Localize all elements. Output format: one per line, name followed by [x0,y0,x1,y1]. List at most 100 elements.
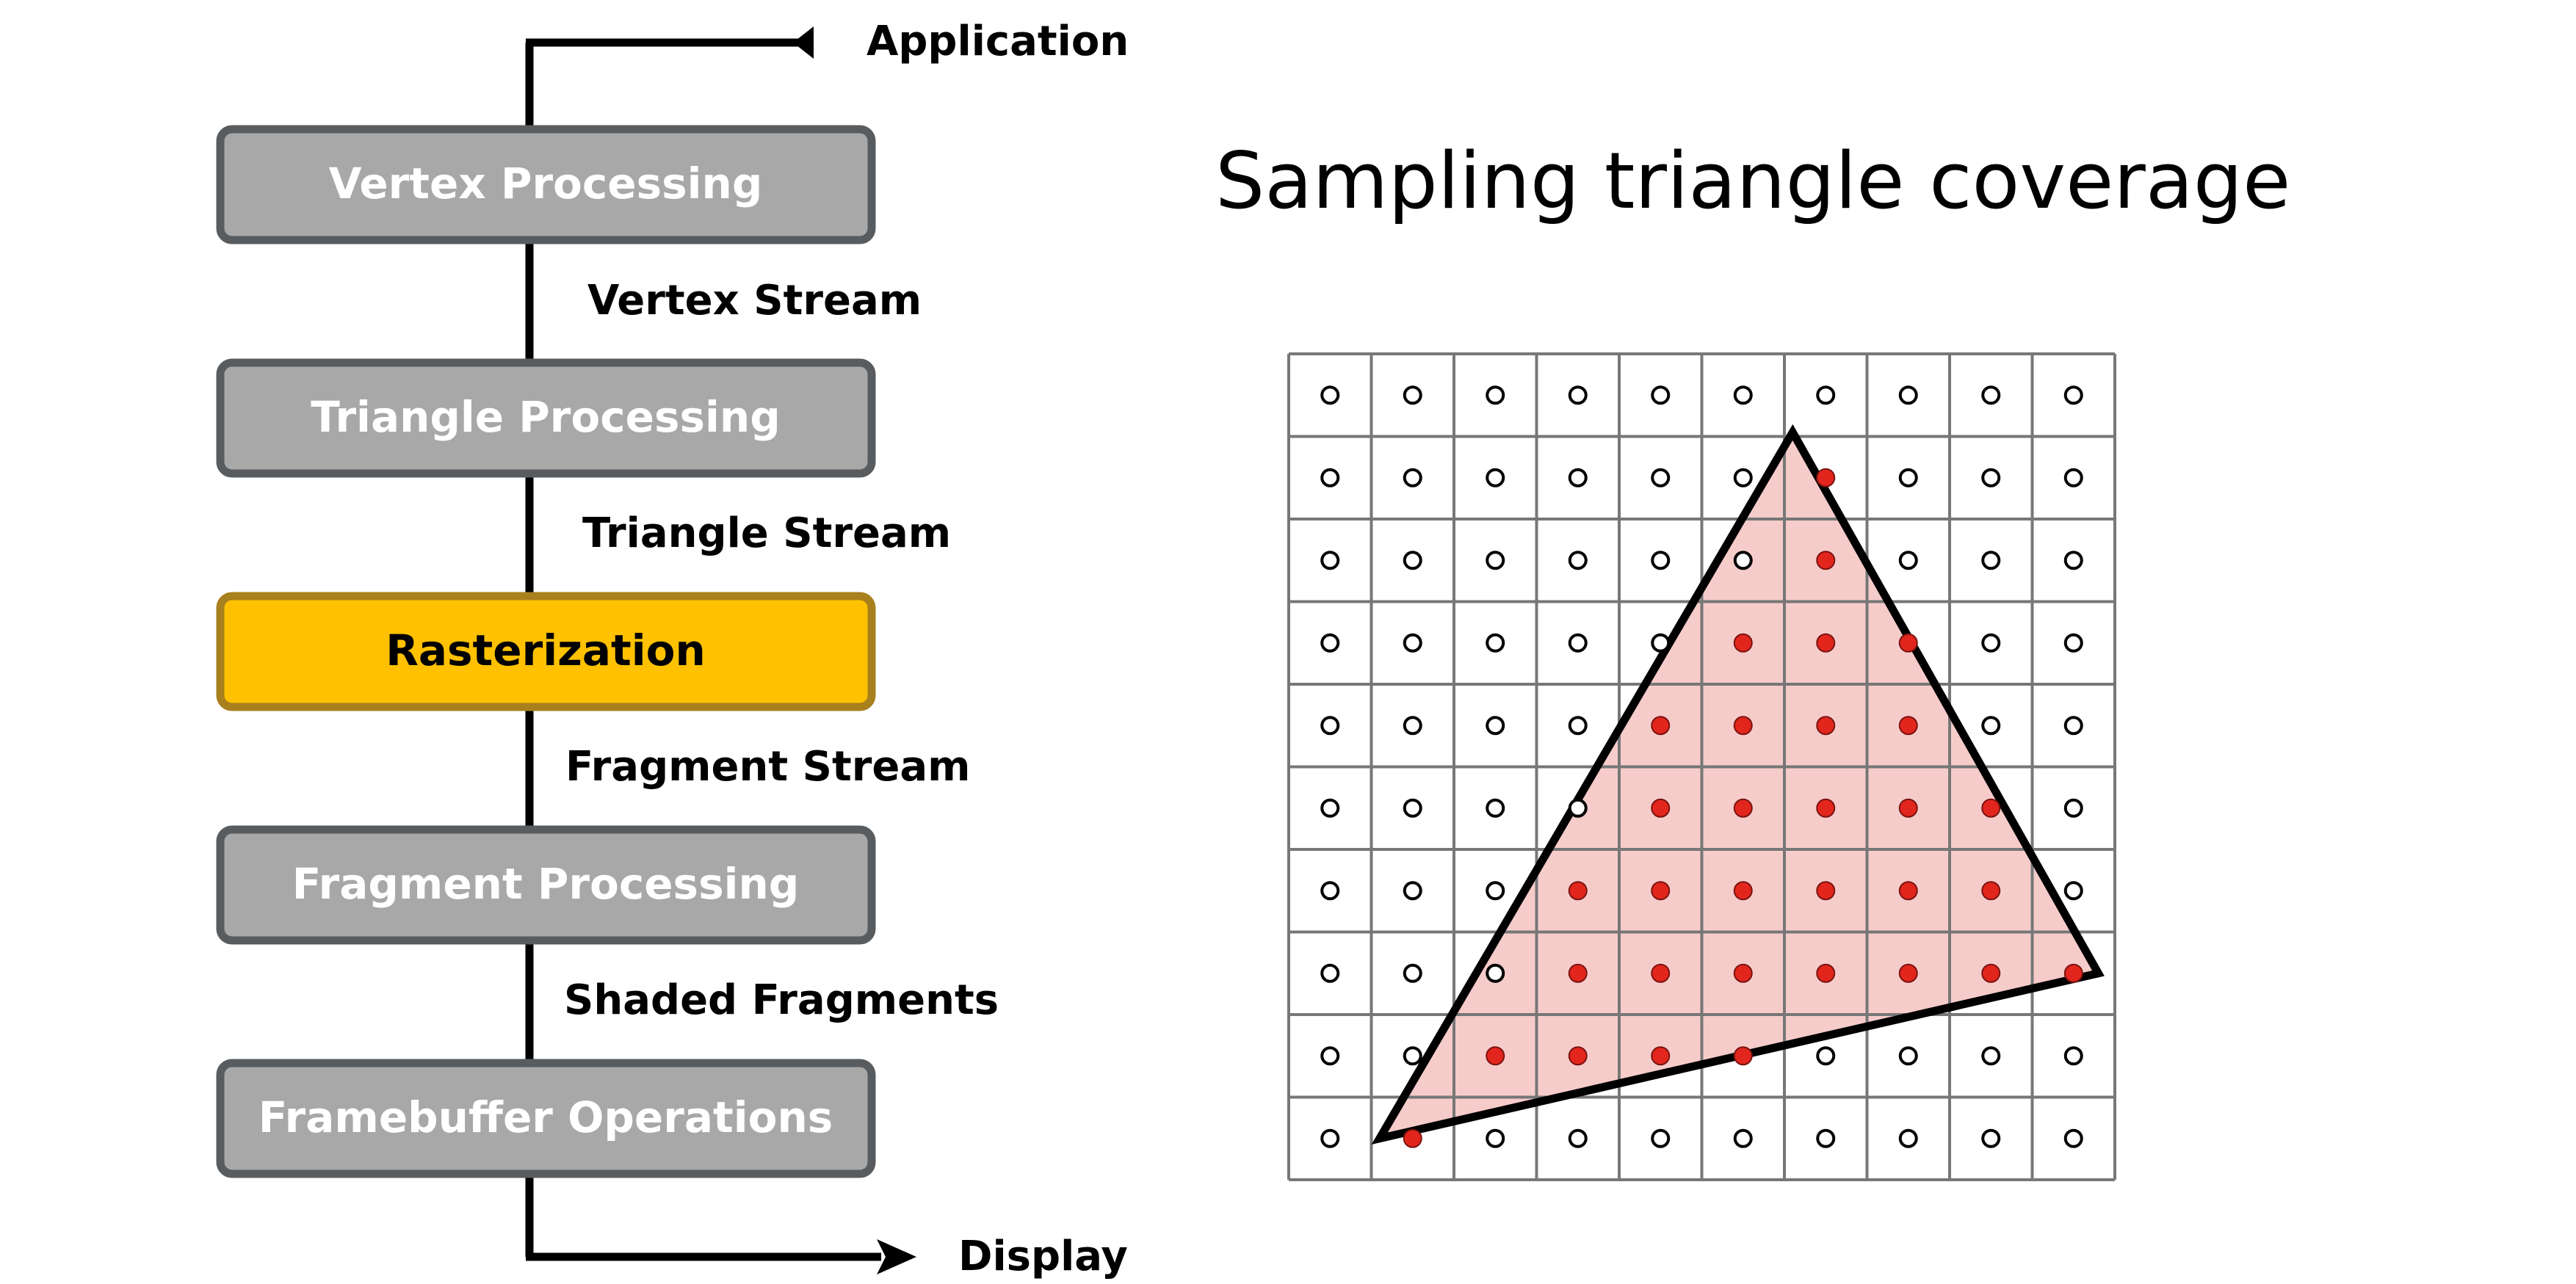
stage-label: Triangle Processing [311,392,780,442]
sample-point-uncovered [1320,1128,1340,1148]
sample-point-uncovered [1733,1128,1753,1148]
coverage-grid [1287,352,2116,1181]
sample-point-uncovered [1486,1128,1505,1148]
sample-point-uncovered [1320,468,1340,487]
display-label: Display [958,1233,1128,1280]
stage-vertex-processing: Vertex Processing [216,125,876,244]
sample-point-uncovered [1403,798,1422,818]
sample-point-uncovered [1568,551,1588,570]
sample-point-uncovered [1320,881,1340,901]
application-label: Application [866,18,1129,65]
triangle-fill [1379,432,2099,1139]
sample-point-uncovered [1981,1128,2001,1148]
sample-point-covered [1733,1046,1753,1066]
sample-point-uncovered [1568,385,1588,405]
stage-box-bg [216,825,876,945]
sample-point-uncovered [1733,551,1753,570]
sample-point-uncovered [1403,963,1422,983]
sample-point-uncovered [1320,385,1340,405]
sample-point-covered [1568,963,1588,983]
sample-point-uncovered [2063,1128,2083,1148]
sample-point-uncovered [1486,468,1505,487]
sample-point-covered [1733,633,1753,653]
coverage-title: Sampling triangle coverage [1215,136,2290,226]
sample-point-uncovered [1651,633,1671,653]
sample-point-uncovered [1320,633,1340,653]
sample-point-uncovered [1486,881,1505,901]
sample-point-uncovered [2063,1046,2083,1066]
sample-point-uncovered [1403,716,1422,736]
stage-box-bg [216,1059,876,1178]
sample-point-uncovered [1898,551,1918,570]
stage-label: Fragment Processing [292,859,800,909]
sample-point-covered [1733,716,1753,736]
sample-point-uncovered [1320,551,1340,570]
stage-framebuffer-operations: Framebuffer Operations [216,1059,876,1178]
sample-point-covered [1816,468,1836,487]
sample-point-uncovered [1816,385,1836,405]
sample-point-uncovered [1651,468,1671,487]
sample-point-covered [1816,881,1836,901]
sample-point-covered [1816,716,1836,736]
sample-point-uncovered [1568,633,1588,653]
sample-point-covered [1651,963,1671,983]
sample-point-covered [1486,1046,1505,1066]
stage-box-bg [216,358,876,478]
sample-point-uncovered [2063,385,2083,405]
sample-point-uncovered [1981,551,2001,570]
sample-point-covered [1733,798,1753,818]
sample-point-uncovered [1486,551,1505,570]
sample-point-uncovered [1651,1128,1671,1148]
stage-label: Vertex Processing [329,159,763,208]
stream-label-vertex: Vertex Stream [587,277,922,324]
stage-box-bg [216,592,876,711]
sample-point-covered [1981,881,2001,901]
sample-point-uncovered [2063,798,2083,818]
sample-point-uncovered [1981,385,2001,405]
sample-point-uncovered [2063,881,2083,901]
stage-rasterization: Rasterization [216,592,876,711]
sample-point-uncovered [1733,468,1753,487]
sample-point-covered [1568,1046,1588,1066]
sample-point-uncovered [1733,385,1753,405]
stage-triangle-processing: Triangle Processing [216,358,876,478]
sample-point-covered [1981,963,2001,983]
sample-point-uncovered [1403,385,1422,405]
sample-point-covered [1568,881,1588,901]
sample-point-uncovered [1568,716,1588,736]
sample-point-uncovered [1320,1046,1340,1066]
sample-point-uncovered [1403,468,1422,487]
sample-point-uncovered [1486,633,1505,653]
sample-point-covered [1403,1128,1422,1148]
sample-point-covered [1651,716,1671,736]
stage-label: Rasterization [386,625,706,675]
sample-point-covered [1898,881,1918,901]
sample-point-uncovered [1403,1046,1422,1066]
sample-point-uncovered [1403,881,1422,901]
stream-label-triangle: Triangle Stream [582,509,951,557]
sample-point-uncovered [2063,468,2083,487]
sample-point-covered [1816,798,1836,818]
sample-point-uncovered [1898,385,1918,405]
sample-point-covered [1898,798,1918,818]
sample-point-covered [1733,881,1753,901]
sample-point-uncovered [1898,468,1918,487]
sample-point-covered [1651,881,1671,901]
display-arrowhead [877,1239,916,1274]
sample-point-uncovered [1816,1128,1836,1148]
sample-point-covered [1651,1046,1671,1066]
sample-point-uncovered [2063,551,2083,570]
sample-point-uncovered [1568,1128,1588,1148]
sample-point-uncovered [1568,468,1588,487]
sample-point-covered [1898,633,1918,653]
stage-box-bg [216,125,876,244]
sample-point-covered [1898,716,1918,736]
sample-point-uncovered [1981,1046,2001,1066]
stream-label-fragment: Fragment Stream [565,743,970,791]
sample-point-covered [1651,798,1671,818]
sample-point-uncovered [1403,633,1422,653]
sample-point-uncovered [1320,963,1340,983]
sample-point-uncovered [1486,963,1505,983]
